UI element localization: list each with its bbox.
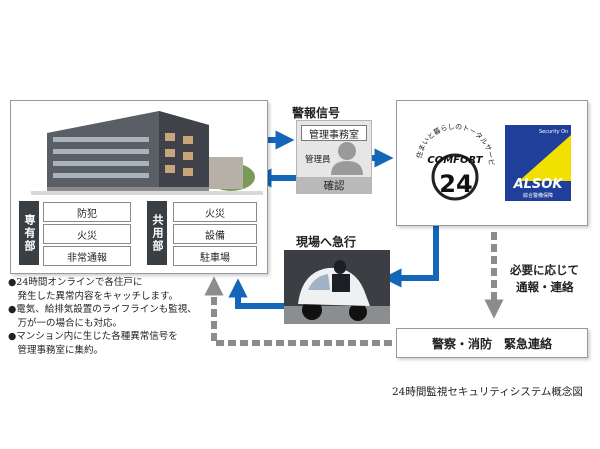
arrow-emergency-to-building <box>204 276 392 346</box>
management-office-label: 管理事務室 <box>301 125 367 141</box>
common-area-label: 共用部 <box>147 201 167 265</box>
security-center-panel: 住まいと暮らしのトータルサービス COMFORT 24 Security On … <box>396 100 588 226</box>
alsok-wordmark: ALSOK <box>513 177 563 192</box>
building-photo <box>31 103 263 195</box>
private-item-crime: 防犯 <box>43 202 131 222</box>
management-office-box: 管理事務室 管理員 確認 <box>296 120 372 194</box>
building-panel: 専有部 防犯 火災 非常通報 共用部 火災 設備 駐車場 <box>10 100 268 274</box>
diagram-caption: 24時間監視セキュリティシステム概念図 <box>392 386 583 398</box>
arrow-vehicle-to-building <box>228 278 284 309</box>
note-3-line1: ●マンション内に生じた各種異常信号を <box>8 331 178 342</box>
common-item-fire: 火災 <box>173 202 257 222</box>
comfort-number: 24 <box>439 170 472 198</box>
guard-silhouette-icon <box>331 142 363 175</box>
emergency-contact-box: 警察・消防 緊急連絡 <box>396 328 588 358</box>
note-2-line2: 万が一の場合にも対応。 <box>8 317 123 329</box>
note-3-line2: 管理事務室に集約。 <box>8 344 104 356</box>
private-area-label: 専有部 <box>19 201 39 265</box>
note-1-line1: ●24時間オンラインで各住戸に <box>8 277 143 288</box>
staff-label: 管理員 <box>305 155 331 165</box>
note-2-line1: ●電気、給排気設置のライフラインも監視、 <box>8 304 197 315</box>
private-item-emergency-call: 非常通報 <box>43 246 131 266</box>
alarm-signal-label: 警報信号 <box>292 106 341 120</box>
rush-to-site-label: 現場へ急行 <box>296 235 357 249</box>
note-1-line2: 発生した異常内容をキャッチします。 <box>8 290 179 302</box>
comfort24-logo: 住まいと暮らしのトータルサービス COMFORT 24 <box>411 117 496 201</box>
common-item-equipment: 設備 <box>173 224 257 244</box>
alsok-company: 綜合警備保障 <box>522 193 553 199</box>
arrow-center-to-vehicle <box>382 226 439 288</box>
confirm-label: 確認 <box>297 177 371 193</box>
note-1: ●24時間オンラインで各住戸に 発生した異常内容をキャッチします。 <box>8 276 178 303</box>
note-2: ●電気、給排気設置のライフラインも監視、 万が一の場合にも対応。 <box>8 303 197 330</box>
alsok-diagonal-shape <box>519 135 571 181</box>
alsok-security-on: Security On <box>539 129 569 135</box>
contact-label-line2: 通報・連絡 <box>516 280 574 294</box>
note-3: ●マンション内に生じた各種異常信号を 管理事務室に集約。 <box>8 330 178 357</box>
comfort-word: COMFORT <box>427 155 483 166</box>
security-vehicle-photo <box>284 250 390 324</box>
alsok-logo: Security On ALSOK 綜合警備保障 <box>505 125 571 201</box>
private-item-fire: 火災 <box>43 224 131 244</box>
contact-label-line1: 必要に応じて <box>510 263 579 277</box>
common-item-parking: 駐車場 <box>173 246 257 266</box>
